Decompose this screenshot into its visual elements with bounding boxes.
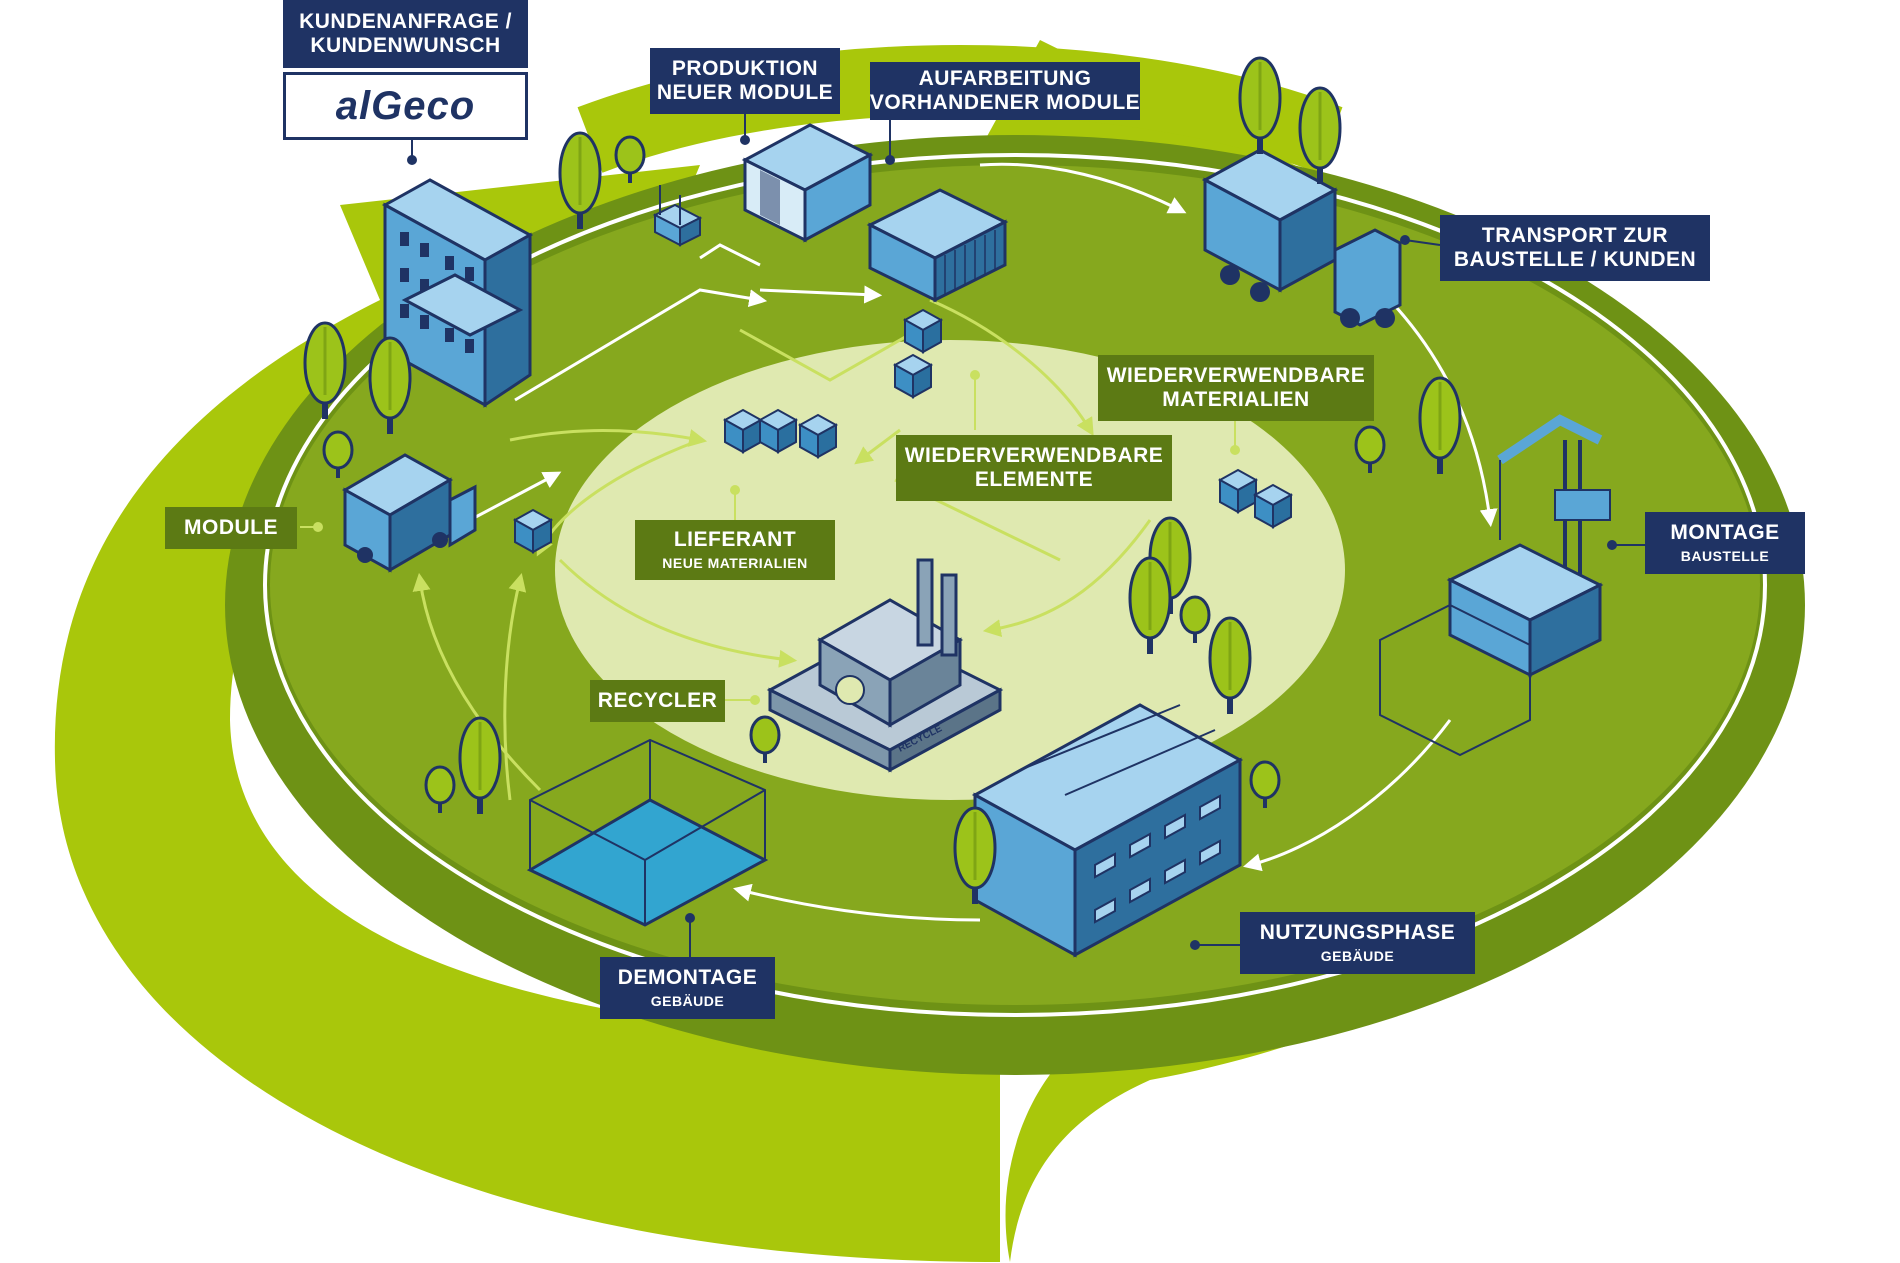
usage-building — [971, 703, 1244, 958]
label-elemente-line1: WIEDERVERWENDBARE — [904, 444, 1164, 468]
label-module-text: MODULE — [184, 516, 278, 540]
supplier-materials — [759, 409, 797, 453]
label-kundenanfrage-line1: KUNDENANFRAGE / — [299, 10, 512, 34]
label-lieferant-text: LIEFERANT — [673, 528, 797, 552]
label-produktion: PRODUKTION NEUER MODULE — [650, 48, 840, 114]
module-cube — [514, 509, 552, 553]
label-module: MODULE — [165, 507, 297, 549]
label-lieferant-sub: NEUE MATERIALIEN — [662, 554, 808, 571]
crane-assembly — [1379, 414, 1611, 757]
dismantled-frame — [526, 738, 769, 927]
label-wiederverwendbare-materialien: WIEDERVERWENDBARE MATERIALIEN — [1098, 355, 1374, 421]
supplier-materials — [799, 414, 837, 458]
material-stack — [904, 309, 942, 353]
reusable-material-cube — [1219, 469, 1257, 513]
label-materialien-line1: WIEDERVERWENDBARE — [1106, 364, 1366, 388]
office-building — [381, 178, 534, 408]
label-recycler: RECYCLER — [590, 680, 725, 722]
label-demontage-sub: GEBÄUDE — [650, 992, 725, 1009]
label-transport-line1: TRANSPORT ZUR — [1481, 224, 1669, 248]
container-refurbish — [866, 188, 1009, 303]
algeco-logo-text: alGeco — [335, 83, 476, 128]
label-nutzungsphase-text: NUTZUNGSPHASE — [1259, 921, 1456, 945]
label-montage: MONTAGE BAUSTELLE — [1645, 512, 1805, 574]
label-nutzungsphase: NUTZUNGSPHASE GEBÄUDE — [1240, 912, 1475, 974]
label-transport-line2: BAUSTELLE / KUNDEN — [1453, 248, 1697, 271]
label-nutzungsphase-sub: GEBÄUDE — [1320, 947, 1395, 964]
material-stack — [894, 354, 932, 398]
label-produktion-line2: NEUER MODULE — [656, 81, 834, 104]
algeco-logo: alGeco — [283, 72, 528, 140]
label-aufarbeitung-line2: VORHANDENER MODULE — [869, 91, 1141, 114]
leader-lines-green — [300, 375, 1236, 701]
label-recycler-text: RECYCLER — [597, 689, 718, 713]
label-elemente-line2: ELEMENTE — [974, 468, 1094, 491]
forklift — [652, 185, 703, 247]
label-demontage-text: DEMONTAGE — [617, 966, 758, 990]
label-montage-sub: BAUSTELLE — [1680, 547, 1770, 564]
module-truck — [341, 453, 477, 573]
label-wiederverwendbare-elemente: WIEDERVERWENDBARE ELEMENTE — [896, 435, 1172, 501]
container-production — [741, 123, 874, 243]
supplier-materials — [724, 409, 762, 453]
label-lieferant: LIEFERANT NEUE MATERIALIEN — [635, 520, 835, 580]
label-produktion-line1: PRODUKTION — [671, 57, 819, 81]
white-cycle-ring — [263, 153, 1767, 1017]
label-transport: TRANSPORT ZUR BAUSTELLE / KUNDEN — [1440, 215, 1710, 281]
label-materialien-line2: MATERIALIEN — [1162, 388, 1310, 411]
label-kundenanfrage-line2: KUNDENWUNSCH — [310, 34, 501, 57]
label-kundenanfrage: KUNDENANFRAGE / KUNDENWUNSCH — [283, 0, 528, 68]
label-montage-text: MONTAGE — [1670, 521, 1780, 545]
label-demontage: DEMONTAGE GEBÄUDE — [600, 957, 775, 1019]
truck-transport — [1201, 148, 1402, 328]
reusable-material-cube — [1254, 484, 1292, 528]
label-aufarbeitung: AUFARBEITUNG VORHANDENER MODULE — [870, 62, 1140, 120]
recycler-factory — [766, 558, 1004, 773]
label-aufarbeitung-line1: AUFARBEITUNG — [918, 67, 1092, 91]
